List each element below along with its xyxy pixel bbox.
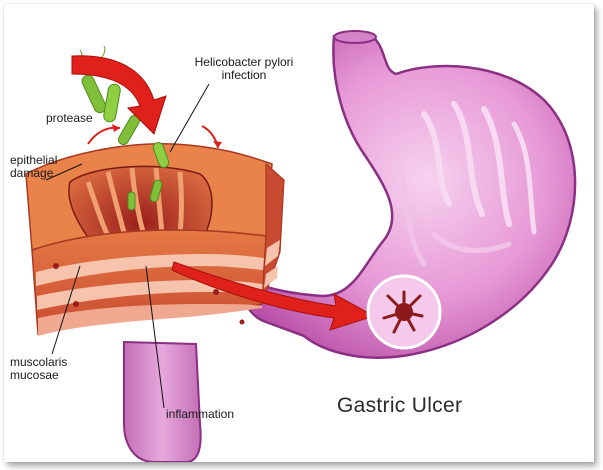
diagram-panel: Helicobacter pylori infection protease e…	[4, 4, 594, 462]
epithelial-label-line2: damage	[10, 167, 57, 180]
diagram-title: Gastric Ulcer	[337, 394, 462, 418]
helicobacter-label: Helicobacter pylori infection	[179, 56, 309, 82]
muscolaris-mucosae-label: muscolaris mucosae	[10, 356, 67, 382]
tissue-block	[26, 144, 284, 336]
muscolaris-label-line2: mucosae	[10, 369, 67, 382]
duodenum-tube	[124, 342, 201, 462]
ulcer-callout	[368, 276, 440, 348]
inflammation-label: inflammation	[166, 408, 234, 421]
protease-label: protease	[46, 112, 93, 125]
epithelial-damage-label: epithelial damage	[10, 154, 57, 180]
helicobacter-label-line2: infection	[179, 69, 309, 82]
